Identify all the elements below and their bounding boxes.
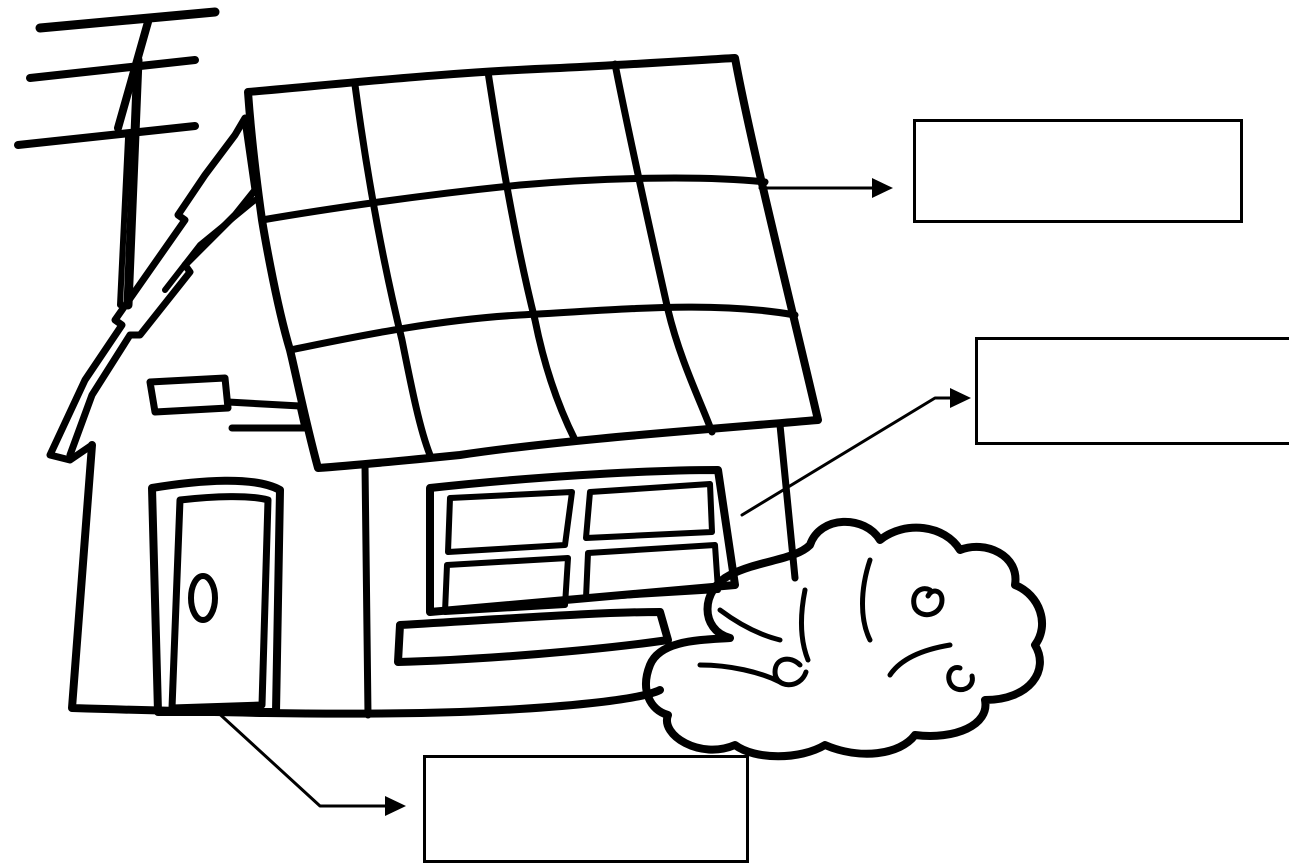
roof-label-box[interactable]: [913, 119, 1243, 223]
chimney: [146, 374, 309, 432]
door: [148, 476, 284, 716]
roof-gable: [46, 114, 259, 464]
arrow-to-roof: [758, 178, 893, 198]
arrow-to-window: [740, 388, 971, 517]
arrow-to-door: [211, 706, 406, 816]
roof-tiles: [244, 54, 822, 472]
bush: [642, 517, 1047, 761]
door-label-box[interactable]: [423, 755, 749, 863]
antenna: [14, 7, 220, 310]
window: [394, 466, 739, 666]
window-label-box[interactable]: [975, 337, 1289, 445]
